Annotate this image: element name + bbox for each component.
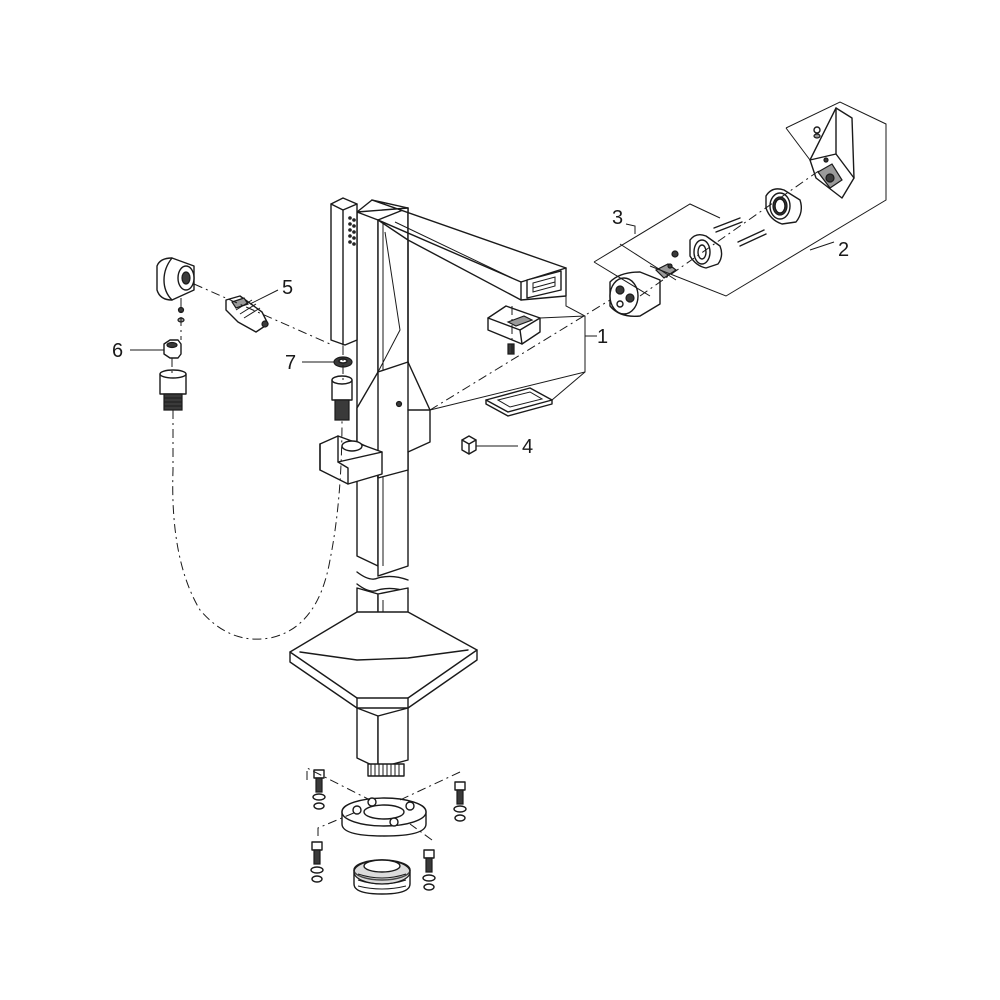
- bracket-part-2: [649, 101, 887, 297]
- cover-housing: [809, 107, 855, 199]
- base-plate: [289, 611, 478, 709]
- cartridge-nut: [689, 233, 723, 269]
- callout-label-4: 4: [522, 436, 533, 458]
- shower-nozzle-grid: [348, 216, 356, 246]
- cover-screw: [813, 126, 821, 139]
- callout-label-6: 6: [112, 340, 123, 362]
- callout-label-7: 7: [285, 352, 296, 374]
- cartridge-5: [225, 295, 269, 333]
- wall-elbow: [156, 257, 195, 301]
- callout-label-1: 1: [597, 326, 608, 348]
- shower-hose-end: [331, 375, 353, 421]
- mounting-shaft: [356, 707, 409, 777]
- threaded-ring: [353, 859, 411, 895]
- base-bolts: [306, 767, 467, 891]
- bracket-part-3: [593, 203, 721, 297]
- nut-6: [163, 339, 182, 359]
- mounting-flange: [341, 797, 427, 837]
- spout-arm: [356, 199, 567, 373]
- callout-label-5: 5: [282, 277, 293, 299]
- bracket-part-1: [429, 296, 597, 411]
- shower-hose: [172, 410, 343, 640]
- plug-4: [461, 435, 477, 455]
- bolt-left-bottom: [310, 841, 324, 883]
- bolt-left-top: [312, 769, 326, 810]
- ring-nut: [765, 188, 803, 225]
- lever-screw: [507, 343, 515, 355]
- bolt-right-bottom: [422, 849, 436, 891]
- hose-connector: [159, 369, 187, 411]
- shower-holder: [319, 435, 383, 485]
- callout-label-3: 3: [612, 207, 623, 229]
- escutcheon-plate: [485, 387, 553, 417]
- callout-label-2: 2: [838, 239, 849, 261]
- valve-cartridge: [609, 263, 678, 317]
- fixing-screws: [671, 217, 767, 258]
- lever-handle: [487, 305, 541, 345]
- leader-part-5: [249, 289, 279, 305]
- hand-shower: [330, 197, 358, 346]
- bolt-right-top: [453, 781, 467, 822]
